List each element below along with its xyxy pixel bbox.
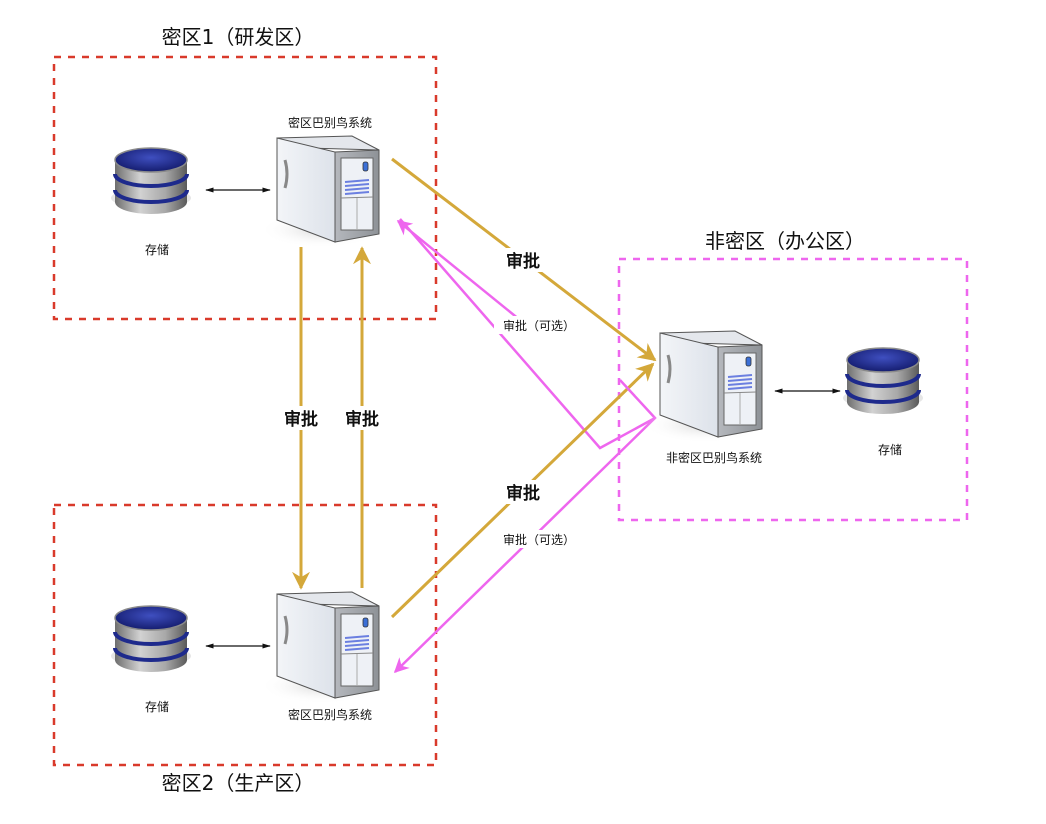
edge-label-office-to-zone1: 审批（可选）	[503, 318, 575, 333]
zone-2-production: 密区2（生产区）	[52, 503, 438, 795]
office-zone-border	[617, 257, 969, 522]
zone-1-storage[interactable]: 存储	[109, 146, 193, 257]
server-icon	[641, 329, 769, 445]
zone-1-title: 密区1（研发区）	[162, 25, 315, 49]
server-icon	[258, 590, 386, 706]
database-icon	[109, 604, 193, 674]
zone-office: 非密区（办公区）	[617, 229, 969, 522]
zone-2-storage-label: 存储	[145, 699, 169, 714]
edge-office-to-zone2-optional	[393, 379, 657, 674]
zone-2-server-label: 密区巴别鸟系统	[288, 707, 372, 722]
edge-office-to-zone1-optional	[396, 220, 521, 321]
zone-2-title: 密区2（生产区）	[162, 771, 315, 795]
edge-office-to-zone1-optional-line	[399, 218, 656, 450]
zone-2-border	[52, 503, 438, 767]
edge-label-office-to-zone2: 审批（可选）	[503, 532, 575, 547]
edge-label-zone2-to-zone1: 审批	[345, 409, 379, 430]
zone-1-storage-label: 存储	[145, 242, 169, 257]
zone-1-server-label: 密区巴别鸟系统	[288, 115, 372, 130]
server-icon	[258, 134, 386, 250]
zone-1-server[interactable]: 密区巴别鸟系统	[258, 115, 386, 250]
zone-2-server[interactable]: 密区巴别鸟系统	[258, 590, 386, 722]
office-zone-title: 非密区（办公区）	[705, 229, 865, 253]
office-storage-label: 存储	[878, 442, 902, 457]
edge-label-zone2-to-office: 审批	[506, 483, 540, 504]
zone-2-storage[interactable]: 存储	[109, 604, 193, 714]
office-server[interactable]: 非密区巴别鸟系统	[641, 329, 769, 465]
office-server-label: 非密区巴别鸟系统	[666, 450, 762, 465]
edge-label-zone1-to-office: 审批	[506, 251, 540, 272]
edge-label-zone1-to-zone2: 审批	[284, 409, 318, 430]
office-storage[interactable]: 存储	[841, 346, 925, 457]
database-icon	[841, 346, 925, 416]
database-icon	[109, 146, 193, 216]
zone-1-research: 密区1（研发区）	[52, 25, 438, 321]
